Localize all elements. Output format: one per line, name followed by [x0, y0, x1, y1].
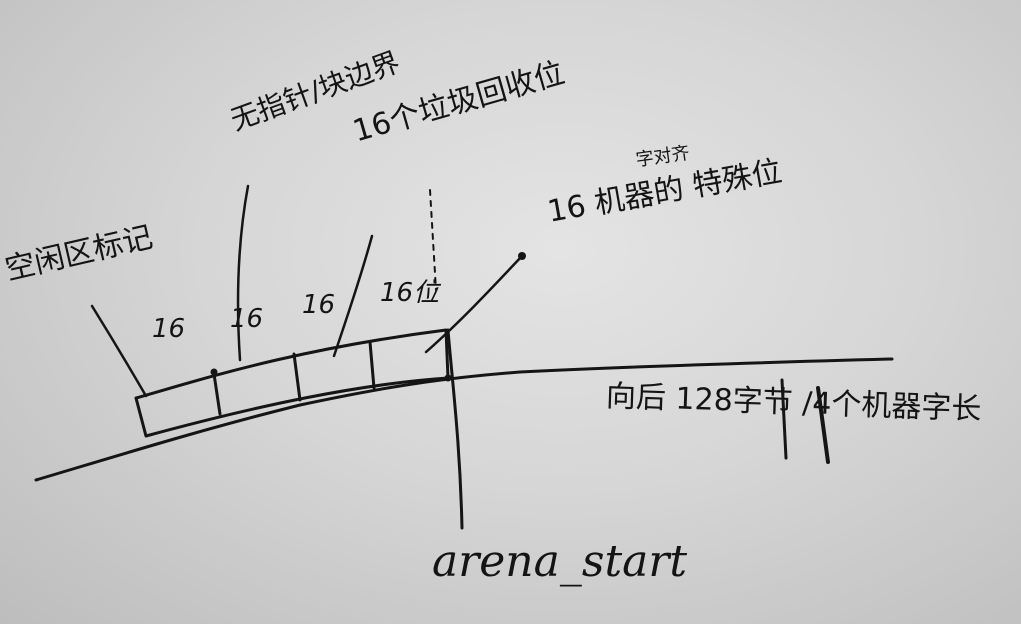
memory-axis-line	[34, 357, 894, 482]
leader-free-marker	[90, 304, 148, 398]
leader-dot	[518, 252, 526, 260]
arena-start-line	[446, 328, 464, 530]
slash-mark-bold	[816, 386, 830, 464]
leader-16-bins-dashed	[429, 189, 437, 291]
axis-node-1	[210, 368, 218, 376]
cell-label-2: 16	[230, 304, 264, 334]
cell-label-1: 16	[152, 314, 186, 344]
axis-node-2	[444, 374, 452, 382]
leader-no-pointer	[236, 184, 250, 362]
cell-label-3: 16	[302, 290, 336, 320]
slash-mark	[780, 378, 788, 460]
leader-16-bins	[332, 234, 374, 358]
cell-label-4: 16位	[380, 278, 440, 308]
bitmap-block-outline	[134, 328, 450, 438]
leader-special-bits	[424, 254, 524, 354]
label-arena-start: arena_start	[432, 536, 688, 587]
cell-divider-2	[292, 352, 302, 402]
cell-divider-1	[212, 372, 222, 416]
cell-divider-3	[368, 340, 376, 390]
